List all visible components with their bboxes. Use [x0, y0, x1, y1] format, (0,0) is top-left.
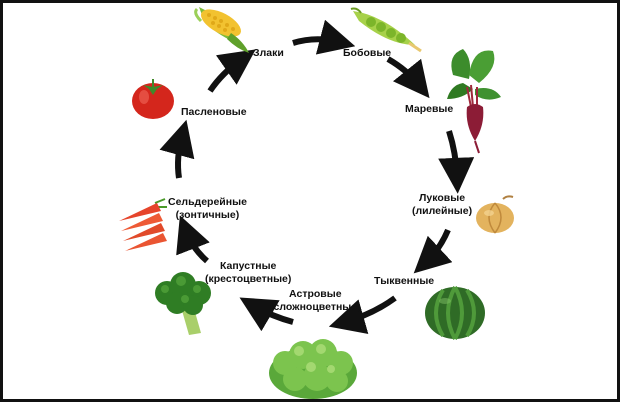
label-bobovye: Бобовые [343, 47, 391, 60]
arrow-astrovye-kapustnye [239, 297, 294, 332]
corn-icon [194, 7, 249, 53]
arrow-tykvennye-astrovye [328, 295, 397, 335]
stage-name: Тыквенные [374, 275, 435, 287]
watermelon-icon [425, 286, 485, 340]
stage-name: Бобовые [343, 47, 392, 59]
stage-subname: (зонтичные) [175, 209, 240, 221]
stage-name: Астровые [289, 288, 342, 300]
label-astrovye: Астровые (сложноцветные) [270, 288, 361, 314]
label-marevye: Маревые [405, 103, 453, 116]
arrow-seldereynye-paslenovye [159, 119, 195, 179]
carrot-icon [119, 198, 167, 251]
arrow-zlaki-bobovye [292, 19, 356, 55]
stage-subname: (крестоцветные) [205, 273, 292, 285]
stage-name: Сельдерейные [168, 196, 247, 208]
cycle-arrows [159, 19, 475, 335]
label-tykvennye: Тыквенные [374, 275, 434, 288]
lettuce-icon [269, 339, 357, 399]
beet-icon [447, 49, 501, 154]
onion-icon [476, 195, 514, 234]
stage-name: Маревые [405, 103, 454, 115]
broccoli-icon [155, 272, 211, 335]
arrow-paslenovye-zlaki [207, 49, 256, 93]
pea-pod-icon [350, 7, 422, 53]
arrow-marevye-lukovye [438, 130, 475, 194]
label-kapustnye: Капустные (крестоцветные) [205, 260, 291, 286]
label-zlaki: Злаки [253, 47, 284, 60]
stage-subname: (лилейные) [412, 205, 473, 217]
stage-name: Злаки [253, 47, 284, 59]
stage-name: Капустные [219, 260, 277, 272]
label-paslenovye: Пасленовые [181, 106, 247, 119]
arrow-bobovye-marevye [386, 56, 430, 99]
stage-name: Пасленовые [181, 106, 247, 118]
label-seldereynye: Сельдерейные (зонтичные) [168, 196, 247, 222]
arrow-kapustnye-seldereynye [176, 215, 210, 264]
label-lukovye: Луковые (лилейные) [412, 192, 472, 218]
stage-subname: (сложноцветные) [270, 301, 361, 313]
tomato-icon [132, 79, 174, 119]
stage-name: Луковые [419, 192, 466, 204]
arrow-lukovye-tykvennye [413, 228, 453, 274]
